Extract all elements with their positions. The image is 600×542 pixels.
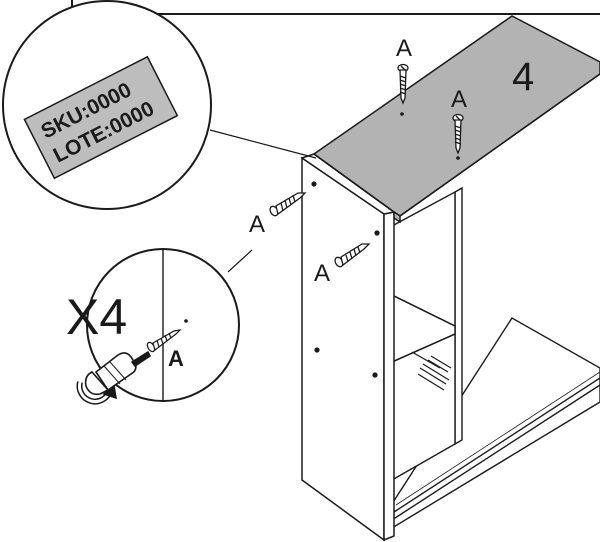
top-panel-holes bbox=[400, 112, 460, 160]
quantity-label: X4 bbox=[66, 289, 127, 345]
left-side-panel bbox=[300, 153, 396, 542]
screw-side-lower bbox=[334, 243, 371, 268]
screw-label-side-upper: A bbox=[249, 211, 265, 238]
shelf-screws bbox=[411, 351, 452, 391]
detail-callout-line bbox=[227, 249, 253, 273]
screw-label-top-left: A bbox=[396, 35, 412, 62]
panel-holes bbox=[311, 181, 380, 378]
screwdriver-icon bbox=[84, 350, 152, 396]
screw-side-upper bbox=[269, 192, 307, 217]
screw-top-left bbox=[397, 63, 409, 105]
screw-label-side-lower: A bbox=[314, 260, 330, 287]
detail-hole bbox=[184, 319, 188, 323]
sticker-callout-line bbox=[209, 129, 317, 159]
step-number: 4 bbox=[512, 55, 534, 99]
rotate-arrow-icon bbox=[76, 381, 118, 405]
detail-screw bbox=[146, 329, 182, 353]
screw-top-right bbox=[452, 113, 464, 155]
screw-label-top-right: A bbox=[451, 86, 467, 113]
detail-label: A bbox=[168, 346, 184, 371]
